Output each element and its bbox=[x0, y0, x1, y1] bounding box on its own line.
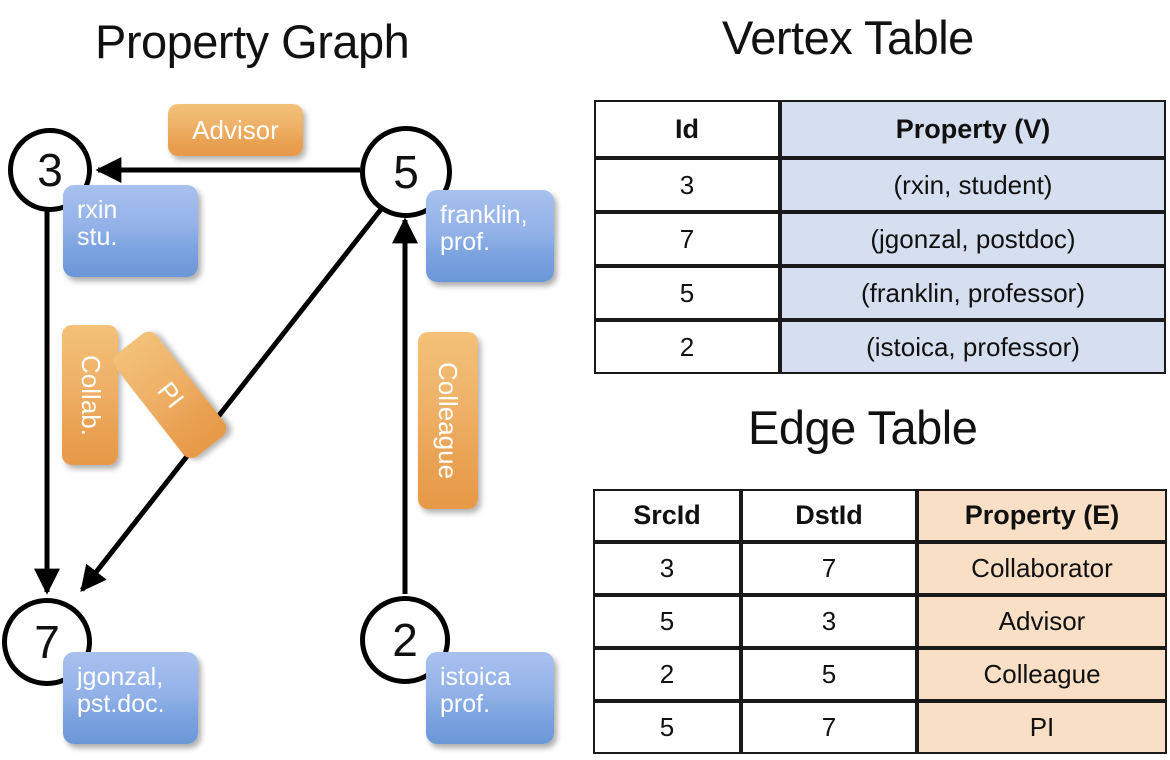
page-title-edge-table: Edge Table bbox=[748, 401, 978, 454]
node-property-3-line-1: rxin bbox=[77, 196, 118, 224]
edge-5-to-7 bbox=[80, 206, 384, 593]
table-row: 5 3 Advisor bbox=[593, 595, 1167, 648]
table-row: 7 (jgonzal, postdoc) bbox=[594, 212, 1166, 266]
vertex-cell-id: 5 bbox=[594, 266, 780, 320]
graph-node-2-label: 2 bbox=[392, 614, 418, 666]
graph-node-7-label: 7 bbox=[34, 616, 60, 668]
graph-node-3-label: 3 bbox=[37, 144, 63, 196]
edge-cell-srcid: 2 bbox=[593, 648, 741, 701]
node-property-box-2: istoica prof. bbox=[426, 652, 554, 744]
edge-label-pi-text: PI bbox=[151, 375, 190, 414]
graph-edges-svg bbox=[34, 157, 418, 595]
edge-label-collab-text: Collab. bbox=[75, 354, 106, 436]
vertex-table-header-row: Id Property (V) bbox=[594, 100, 1166, 158]
table-row: 5 7 PI bbox=[593, 701, 1167, 754]
edge-cell-srcid: 5 bbox=[593, 595, 741, 648]
node-property-3-line-2: stu. bbox=[77, 223, 118, 251]
vertex-cell-property: (franklin, professor) bbox=[780, 266, 1166, 320]
edge-cell-dstid: 5 bbox=[741, 648, 917, 701]
vertex-table-header-id: Id bbox=[594, 100, 780, 158]
graph-node-3[interactable]: 3 bbox=[8, 128, 92, 212]
node-property-5-line-1: franklin, bbox=[440, 201, 528, 229]
edge-cell-dstid: 7 bbox=[741, 701, 917, 754]
vertex-table-header-property: Property (V) bbox=[780, 100, 1166, 158]
table-row: 3 (rxin, student) bbox=[594, 158, 1166, 212]
edge-table: SrcId DstId Property (E) 3 7 Collaborato… bbox=[593, 489, 1167, 754]
edge-table-header-row: SrcId DstId Property (E) bbox=[593, 489, 1167, 542]
node-property-box-7: jgonzal, pst.doc. bbox=[63, 652, 198, 744]
edge-label-colleague-text: Colleague bbox=[433, 361, 464, 480]
vertex-table: Id Property (V) 3 (rxin, student) 7 (jgo… bbox=[594, 100, 1166, 374]
edge-label-collab: Collab. bbox=[62, 325, 118, 465]
node-property-2-line-1: istoica bbox=[440, 663, 511, 691]
page-title-property-graph: Property Graph bbox=[95, 15, 410, 68]
property-graph-diagram: Advisor Collab. PI Colleague 3 5 7 2 rxi… bbox=[0, 80, 585, 760]
edge-cell-property: Colleague bbox=[917, 648, 1167, 701]
graph-node-5[interactable]: 5 bbox=[360, 126, 452, 218]
table-row: 3 7 Collaborator bbox=[593, 542, 1167, 595]
page-title-vertex-table: Vertex Table bbox=[722, 11, 974, 64]
vertex-cell-id: 3 bbox=[594, 158, 780, 212]
vertex-cell-property: (rxin, student) bbox=[780, 158, 1166, 212]
edge-table-header-dstid: DstId bbox=[741, 489, 917, 542]
edge-cell-property: Collaborator bbox=[917, 542, 1167, 595]
edge-table-header-srcid: SrcId bbox=[593, 489, 741, 542]
edge-cell-srcid: 5 bbox=[593, 701, 741, 754]
edge-label-colleague: Colleague bbox=[418, 332, 478, 509]
edge-cell-dstid: 3 bbox=[741, 595, 917, 648]
node-property-7-line-1: jgonzal, bbox=[77, 663, 164, 691]
table-row: 5 (franklin, professor) bbox=[594, 266, 1166, 320]
vertex-cell-id: 7 bbox=[594, 212, 780, 266]
vertex-cell-property: (jgonzal, postdoc) bbox=[780, 212, 1166, 266]
table-row: 2 5 Colleague bbox=[593, 648, 1167, 701]
node-property-box-3: rxin stu. bbox=[63, 185, 198, 277]
edge-label-advisor: Advisor bbox=[168, 104, 303, 156]
node-property-box-5: franklin, prof. bbox=[426, 190, 554, 282]
graph-node-5-label: 5 bbox=[393, 146, 419, 198]
node-property-5-line-2: prof. bbox=[440, 228, 491, 256]
edge-cell-property: Advisor bbox=[917, 595, 1167, 648]
node-property-2-line-2: prof. bbox=[440, 690, 491, 718]
edge-table-header-property: Property (E) bbox=[917, 489, 1167, 542]
edge-cell-property: PI bbox=[917, 701, 1167, 754]
table-row: 2 (istoica, professor) bbox=[594, 320, 1166, 374]
edge-cell-dstid: 7 bbox=[741, 542, 917, 595]
edge-label-advisor-text: Advisor bbox=[192, 114, 279, 145]
edge-cell-srcid: 3 bbox=[593, 542, 741, 595]
node-property-7-line-2: pst.doc. bbox=[77, 690, 165, 718]
vertex-cell-id: 2 bbox=[594, 320, 780, 374]
vertex-cell-property: (istoica, professor) bbox=[780, 320, 1166, 374]
